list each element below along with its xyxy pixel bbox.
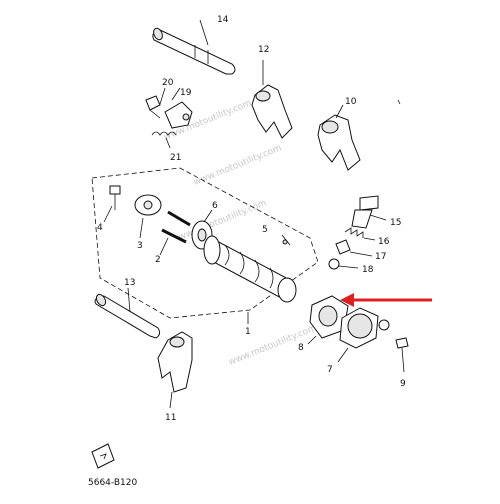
gasket-8 <box>307 295 349 345</box>
callout-7: 7 <box>327 365 333 375</box>
callout-12: 12 <box>258 45 269 55</box>
shift-drum-1 <box>203 235 297 324</box>
callout-18: 18 <box>362 265 374 275</box>
callout-21: 21 <box>170 153 181 163</box>
callout-8: 8 <box>298 343 304 353</box>
pins-2 <box>159 210 191 256</box>
watermark: www.motoutility.com <box>227 323 318 367</box>
small-mark <box>397 99 401 105</box>
callout-6: 6 <box>212 201 218 211</box>
pin-5 <box>281 234 291 246</box>
callout-13: 13 <box>124 278 135 288</box>
bolt-4 <box>103 185 121 223</box>
callout-4: 4 <box>97 223 103 233</box>
screw-plug-15 <box>351 195 387 229</box>
shaft-13 <box>94 287 161 339</box>
plate-3 <box>134 194 162 239</box>
watermark: www.motoutility.com <box>177 198 268 242</box>
callout-5: 5 <box>262 225 268 235</box>
callout-1: 1 <box>245 327 251 337</box>
stopper-assembly <box>145 87 193 149</box>
bolt-9 <box>395 337 409 373</box>
callout-2: 2 <box>155 255 161 265</box>
callout-3: 3 <box>137 241 143 251</box>
callout-14: 14 <box>217 15 229 25</box>
callout-20: 20 <box>162 78 174 88</box>
watermark: www.motoutility.com <box>192 143 283 187</box>
callout-16: 16 <box>378 237 390 247</box>
callout-17: 17 <box>375 252 386 262</box>
shift-fork-10 <box>317 104 361 171</box>
shift-fork-11 <box>157 331 193 409</box>
front-mark-icon <box>91 443 115 469</box>
callout-15: 15 <box>390 218 401 228</box>
shift-fork-12 <box>251 60 293 139</box>
part-code: 5664-B120 <box>88 478 137 488</box>
callout-9: 9 <box>400 379 406 389</box>
cover-7 <box>337 307 390 363</box>
callout-19: 19 <box>180 88 192 98</box>
plunger-17 <box>335 239 373 257</box>
callout-11: 11 <box>165 413 176 423</box>
indicator-arrow <box>340 293 432 307</box>
shaft-14 <box>152 19 236 75</box>
watermark-group: www.motoutility.com www.motoutility.com … <box>162 98 318 367</box>
ball-18 <box>328 258 359 270</box>
assembly-boundary <box>91 167 319 319</box>
callout-10: 10 <box>345 97 357 107</box>
spring-16 <box>344 227 376 241</box>
